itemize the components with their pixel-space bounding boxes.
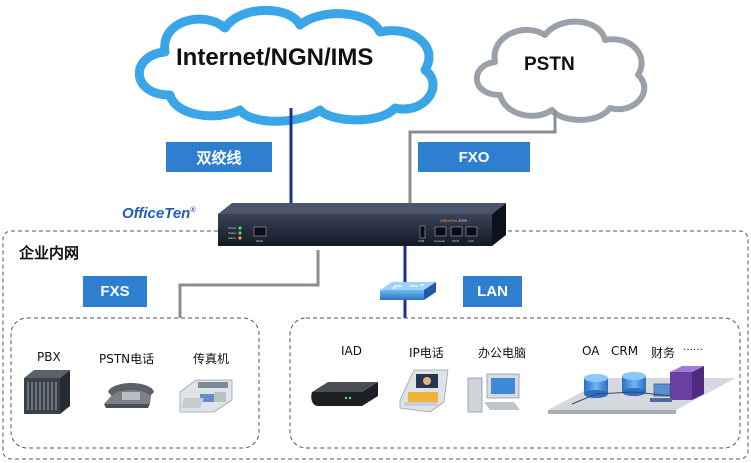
ip-phone-label: IP电话: [409, 346, 444, 360]
workstation-icon: [650, 383, 672, 402]
device-wan-port: [253, 226, 267, 237]
device-port-label-lan: LAN: [468, 239, 474, 243]
device-led-label-status: Status: [228, 231, 237, 235]
device-small-logo: OfficeTen 3000: [440, 218, 467, 223]
device-port-label-wan: WAN: [256, 239, 263, 243]
officeten-device: [218, 203, 506, 246]
server-label-oa: OA: [582, 344, 600, 358]
brand-logo: OfficeTen®: [122, 205, 196, 222]
database-icon-oa: [584, 374, 608, 398]
fxs-label: FXS: [83, 276, 147, 307]
fxo-label: FXO: [418, 142, 530, 172]
server-label-more: ……: [683, 342, 703, 353]
device-port-label-wan2: WAN: [452, 239, 459, 243]
pstn-phone-icon: [104, 383, 154, 408]
fax-label: 传真机: [193, 352, 230, 366]
device-port-label-usb: USB: [418, 239, 425, 243]
device-usb-port: [419, 225, 426, 239]
device-led-label-power: Power: [228, 226, 237, 230]
iad-icon: [311, 382, 378, 406]
pbx-label: PBX: [37, 350, 61, 364]
iad-label: IAD: [341, 344, 362, 358]
intranet-zone-title: 企业内网: [19, 244, 80, 262]
database-icon-crm: [622, 372, 646, 396]
device-port-label-console: Console: [434, 239, 446, 243]
fxs-link-line: [178, 250, 320, 318]
lan-switch: [380, 282, 436, 300]
device-console-port: [434, 226, 447, 237]
device-model-text: 3000: [458, 218, 468, 223]
pstn-phone-label: PSTN电话: [99, 352, 155, 366]
office-pc-label: 办公电脑: [478, 346, 527, 360]
device-led-label-alarm: Alarm: [228, 236, 236, 240]
device-lan-port: [465, 226, 478, 237]
device-wan2-port: [450, 226, 463, 237]
brand-logo-mark: ®: [190, 207, 196, 214]
fax-icon: [179, 379, 233, 413]
right-group-zone: [289, 317, 741, 449]
pstn-link-line: [408, 110, 557, 205]
twisted-pair-label: 双绞线: [166, 142, 272, 172]
pstn-cloud-label: PSTN: [524, 54, 575, 75]
ip-phone-icon: [399, 369, 449, 413]
server-icon-finance: [670, 366, 704, 400]
lan-label: LAN: [463, 276, 522, 307]
device-leds: [238, 226, 242, 240]
server-label-crm: CRM: [611, 344, 639, 358]
pbx-icon: [24, 370, 70, 414]
left-group-zone: [10, 317, 260, 449]
pstn-cloud: [473, 18, 648, 123]
server-label-finance: 财务: [651, 346, 676, 360]
internet-cloud-label: Internet/NGN/IMS: [176, 44, 374, 71]
server-cluster: [548, 366, 736, 414]
internet-cloud: [134, 5, 438, 126]
office-pc-icon: [467, 373, 520, 413]
brand-logo-text: OfficeTen: [122, 205, 191, 222]
device-logo-text: OfficeTen: [440, 218, 457, 223]
